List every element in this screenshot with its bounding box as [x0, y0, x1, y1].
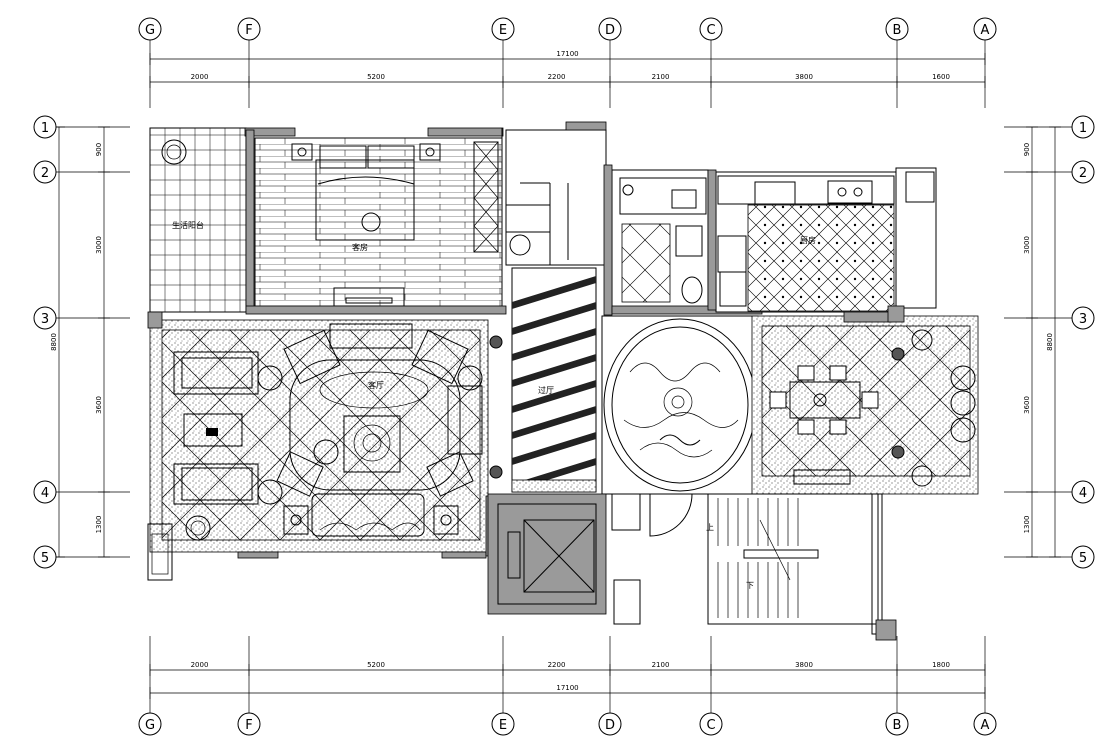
axis-label-G: G	[145, 23, 155, 38]
axis-bubble-2	[33, 160, 57, 184]
elevator	[487, 493, 607, 615]
axis-label-C: C	[706, 23, 715, 38]
room-label-kitchen: 厨房	[800, 235, 816, 245]
axis-bubble-A	[973, 712, 997, 736]
axis-label-G: G	[145, 718, 155, 733]
top-dimension-text: 2000	[191, 73, 209, 81]
axis-bubble-G	[138, 17, 162, 41]
bottom-dimension-text: 5200	[367, 661, 385, 669]
hall-stripe	[512, 276, 596, 309]
axis-bubble-A	[973, 17, 997, 41]
hall-stripe	[512, 380, 596, 413]
axis-bubble-F	[237, 17, 261, 41]
main-stair	[707, 493, 879, 625]
axis-bubble-B	[885, 712, 909, 736]
plant-icon	[185, 515, 211, 541]
total-depth-text: 8800	[50, 333, 58, 351]
axis-bubble-F	[237, 712, 261, 736]
room-label-living: 客厅	[368, 380, 384, 390]
plant-icon	[911, 329, 933, 487]
axis-label-C: C	[706, 718, 715, 733]
building-outline: 生活阳台 客房 厨房 客厅 过厅 上 下	[147, 121, 979, 641]
top-dimension-text: 1600	[932, 73, 950, 81]
axis-bubble-D	[598, 17, 622, 41]
plant-icon	[161, 139, 187, 165]
axis-label-F: F	[245, 23, 252, 38]
axis-label-B: B	[893, 718, 902, 733]
bedroom	[254, 137, 503, 311]
axis-label-1: 1	[1079, 121, 1087, 136]
axis-bubble-1	[33, 115, 57, 139]
axis-label-A: A	[981, 23, 990, 38]
axis-label-1: 1	[41, 121, 49, 136]
hall-stripe	[512, 328, 596, 361]
axis-label-2: 2	[1079, 166, 1087, 181]
axis-label-B: B	[893, 23, 902, 38]
axis-label-D: D	[605, 23, 615, 38]
right-dimension-text: 3000	[1023, 236, 1031, 254]
top-dimension-text: 2100	[652, 73, 670, 81]
dimension-lines: 2000 5200 2200 2100 3800 1600 17100 2000 5200 220…	[50, 50, 1061, 699]
bottom-dimension-text: 2100	[652, 661, 670, 669]
top-dimension-text: 3800	[795, 73, 813, 81]
axis-label-A: A	[981, 718, 990, 733]
total-depth-text: 8800	[1046, 333, 1054, 351]
room-label-balcony: 生活阳台	[172, 220, 204, 230]
total-width-text: 17100	[556, 50, 578, 58]
axis-label-5: 5	[41, 551, 49, 566]
axis-bubble-4	[33, 480, 57, 504]
left-dimension-text: 1300	[95, 516, 103, 534]
stair-up-label: 上	[706, 523, 714, 532]
axis-label-E: E	[499, 718, 507, 733]
hall-stripe	[512, 302, 596, 335]
axis-label-5: 5	[1079, 551, 1087, 566]
axis-bubble-5	[33, 545, 57, 569]
axis-label-F: F	[245, 718, 252, 733]
bottom-dimension-text: 2000	[191, 661, 209, 669]
axis-bubble-3	[1071, 306, 1095, 330]
foyer	[601, 315, 759, 495]
axis-bubble-G	[138, 712, 162, 736]
bottom-dimension-text: 2200	[548, 661, 566, 669]
axis-bubble-D	[598, 712, 622, 736]
axis-label-3: 3	[1079, 312, 1087, 327]
left-dimension-text: 3600	[95, 396, 103, 414]
balcony	[149, 127, 247, 313]
room-label-hall: 过厅	[538, 385, 554, 395]
axis-bubbles: G G F F E E D D C C B B A A 1 1 2 2 3 3 4 4 5 5	[33, 17, 1095, 736]
axis-bubble-2	[1071, 160, 1095, 184]
hall-stripe	[512, 354, 596, 387]
axis-label-3: 3	[41, 312, 49, 327]
axis-bubble-E	[491, 712, 515, 736]
top-dimension-text: 5200	[367, 73, 385, 81]
hall-stripe	[512, 432, 596, 465]
top-dimension-text: 2200	[548, 73, 566, 81]
axis-label-4: 4	[1079, 486, 1087, 501]
axis-label-D: D	[605, 718, 615, 733]
right-dimension-text: 900	[1023, 143, 1031, 156]
stair-down-label: 下	[746, 581, 754, 590]
bottom-dimension-text: 1800	[932, 661, 950, 669]
total-width-text: 17100	[556, 684, 578, 692]
room-label-bedroom: 客房	[352, 242, 368, 252]
axis-label-2: 2	[41, 166, 49, 181]
right-dimension-text: 3600	[1023, 396, 1031, 414]
axis-label-E: E	[499, 23, 507, 38]
axis-bubble-B	[885, 17, 909, 41]
axis-label-4: 4	[41, 486, 49, 501]
right-dimension-text: 1300	[1023, 516, 1031, 534]
axis-bubble-E	[491, 17, 515, 41]
axis-bubble-C	[699, 17, 723, 41]
left-dimension-text: 3000	[95, 236, 103, 254]
bottom-dimension-text: 3800	[795, 661, 813, 669]
axis-bubble-3	[33, 306, 57, 330]
hall-stripe	[512, 406, 596, 439]
axis-bubble-5	[1071, 545, 1095, 569]
axis-bubble-C	[699, 712, 723, 736]
axis-bubble-4	[1071, 480, 1095, 504]
axis-bubble-1	[1071, 115, 1095, 139]
left-dimension-text: 900	[95, 143, 103, 156]
